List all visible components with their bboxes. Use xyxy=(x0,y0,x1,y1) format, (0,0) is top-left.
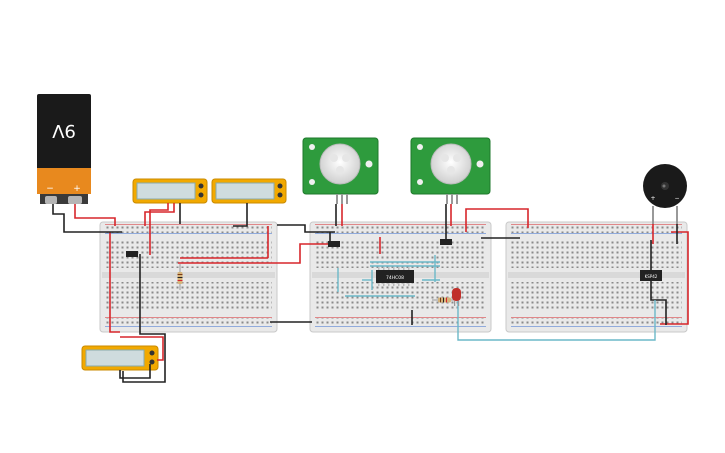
probe-port[interactable] xyxy=(198,183,204,189)
probe-port[interactable] xyxy=(277,183,283,189)
transistor-bb2-left[interactable] xyxy=(328,241,340,247)
piezo-buzzer[interactable]: + − xyxy=(643,164,687,224)
relay-ksp42[interactable]: KSP42 xyxy=(640,270,662,281)
battery-9v[interactable]: 9V − + xyxy=(37,94,91,204)
wire-mm1-probe-2 xyxy=(144,203,175,226)
pir-sensor-1[interactable] xyxy=(302,137,379,204)
breadboard-3[interactable] xyxy=(505,221,688,333)
ic-chip-label: 74HC08 xyxy=(386,275,404,281)
probe-port[interactable] xyxy=(149,350,155,356)
wire-mm3-black xyxy=(119,364,151,379)
buzzer-plus-label: + xyxy=(650,195,655,202)
battery-minus-label: − xyxy=(46,184,54,194)
led-red[interactable] xyxy=(452,288,461,306)
wire-bb2-bb3 xyxy=(465,208,529,232)
wire-bb1-left xyxy=(109,232,120,333)
wire-mm3-red xyxy=(120,336,164,361)
multimeter-1[interactable] xyxy=(132,178,208,204)
probe-port[interactable] xyxy=(198,192,204,198)
wire-bb1-gnd xyxy=(122,254,166,383)
probe-port[interactable] xyxy=(149,359,155,365)
multimeter-2[interactable] xyxy=(211,178,287,204)
transistor-bb2-right[interactable] xyxy=(440,239,452,245)
pir-sensor-2[interactable] xyxy=(410,137,491,204)
ic-chip-74hc08[interactable]: 74HC08 xyxy=(376,267,414,286)
transistor-bb1[interactable] xyxy=(126,251,138,257)
breadboard-1[interactable] xyxy=(99,221,278,333)
battery-plus-label: + xyxy=(73,184,81,194)
wire-blue-8 xyxy=(457,300,656,341)
wire-bb1-bb2-gnd xyxy=(277,224,335,233)
wire-mm2-probe xyxy=(233,203,248,227)
blue-wires xyxy=(337,255,656,341)
buzzer-minus-label: − xyxy=(674,195,679,202)
wire-bb1-bb2 xyxy=(178,243,330,264)
wire-mm1-probe xyxy=(149,203,169,255)
red-wires xyxy=(74,203,689,361)
wire-battery-minus xyxy=(52,204,122,233)
relay-label: KSP42 xyxy=(645,274,658,279)
wire-battery-plus xyxy=(74,204,116,226)
multimeter-3[interactable] xyxy=(81,345,159,371)
resistor-bb1[interactable] xyxy=(177,264,183,290)
probe-port[interactable] xyxy=(277,192,283,198)
wire-bb3-right xyxy=(660,231,689,325)
battery-label: 9V xyxy=(51,120,75,141)
